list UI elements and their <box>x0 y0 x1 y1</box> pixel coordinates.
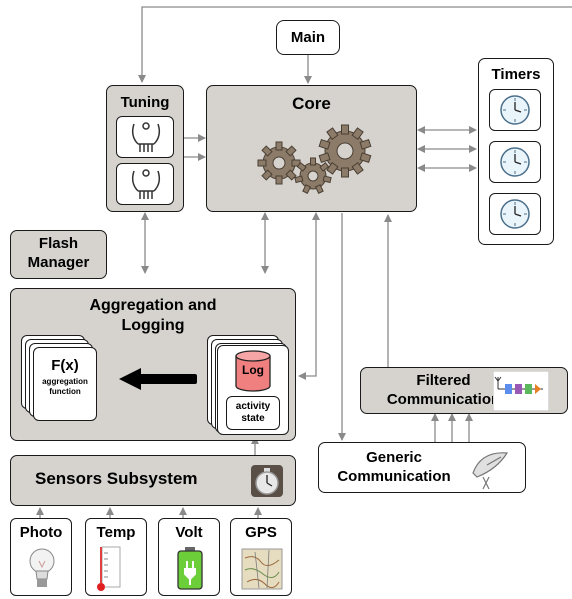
radio-schematic-icon <box>493 371 549 411</box>
aggregation-logging-box: Aggregation and Logging F(x) aggregation… <box>10 288 296 441</box>
sensor-label-volt: Volt <box>175 524 203 541</box>
tuning-box: Tuning <box>106 85 184 212</box>
flash-manager-label-line1: Flash <box>38 235 79 252</box>
stopwatch-icon <box>251 465 283 497</box>
filtered-label-line1: Filtered <box>416 372 471 389</box>
filtered-label-line2: Communication <box>386 391 501 408</box>
log-label: Log <box>242 363 264 377</box>
flash-manager-label-line2: Manager <box>27 254 90 271</box>
sensor-card-photo: Photo <box>10 518 72 596</box>
generic-communication-box: Generic Communication <box>318 442 526 493</box>
clock-icon <box>500 199 530 229</box>
fx-sub-line1: aggregation <box>42 377 88 386</box>
generic-label-line2: Communication <box>337 468 451 485</box>
caliper-icon <box>131 169 161 199</box>
main-box: Main <box>276 20 340 55</box>
activity-state-line1: activity <box>235 401 271 412</box>
aggregation-label-line2: Logging <box>121 317 185 334</box>
sensor-label-gps: GPS <box>245 524 277 541</box>
core-label: Core <box>292 94 331 113</box>
gears-icon <box>257 124 372 194</box>
activity-state-line2: state <box>241 413 265 424</box>
sensors-label: Sensors Subsystem <box>35 469 198 488</box>
timer-slot-3 <box>489 193 541 235</box>
main-label: Main <box>290 29 326 46</box>
left-arrow-icon <box>119 368 197 390</box>
caliper-icon <box>131 122 161 152</box>
clock-icon <box>500 95 530 125</box>
thermometer-icon <box>97 546 121 591</box>
aggregation-label-line1: Aggregation and <box>89 297 217 314</box>
database-icon <box>235 350 271 392</box>
satellite-dish-icon <box>472 452 509 490</box>
sensor-card-gps: GPS <box>230 518 292 596</box>
flash-manager-box: Flash Manager <box>10 230 107 279</box>
map-icon <box>241 548 283 590</box>
clock-icon <box>500 147 530 177</box>
sensors-subsystem-box: Sensors Subsystem <box>10 455 296 506</box>
timers-label: Timers <box>491 66 541 83</box>
tuning-label: Tuning <box>120 94 170 111</box>
activity-state-box: activity state <box>226 396 280 430</box>
tuning-slot-2 <box>116 163 174 205</box>
sensor-card-temp: Temp <box>85 518 147 596</box>
core-box: Core <box>206 85 417 212</box>
tuning-slot-1 <box>116 116 174 158</box>
fx-title: F(x) <box>51 357 79 374</box>
fx-sub-line2: function <box>49 387 81 396</box>
sensor-label-photo: Photo <box>19 524 63 541</box>
lightbulb-icon <box>29 548 55 587</box>
log-card: Log activity state <box>217 345 289 435</box>
battery-icon <box>177 547 203 590</box>
generic-label-line1: Generic <box>366 449 422 466</box>
timer-slot-1 <box>489 89 541 131</box>
sensor-label-temp: Temp <box>96 524 136 541</box>
filtered-communication-box: Filtered Communication <box>360 367 568 414</box>
fx-card: F(x) aggregation function <box>33 347 97 421</box>
timers-box: Timers <box>478 58 554 245</box>
sensor-card-volt: Volt <box>158 518 220 596</box>
timer-slot-2 <box>489 141 541 183</box>
